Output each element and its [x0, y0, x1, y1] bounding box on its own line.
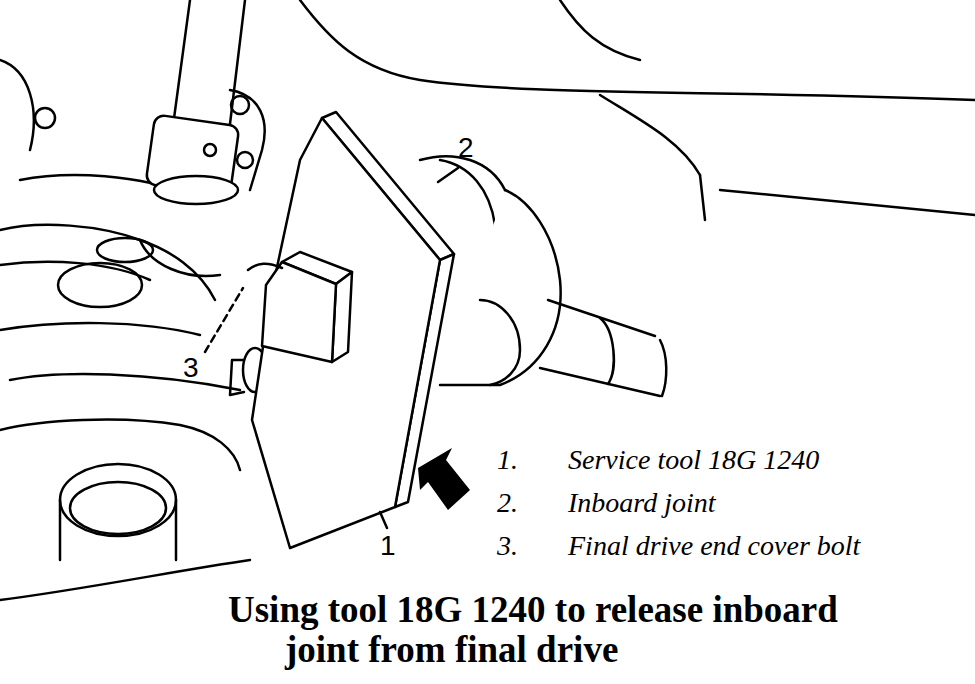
- figure-caption: Using tool 18G 1240 to release inboard j…: [228, 590, 888, 670]
- key-text: Service tool 18G 1240: [568, 444, 819, 476]
- key-number: 2.: [497, 487, 518, 519]
- key-number: 1.: [497, 444, 518, 476]
- callout-number: 1: [380, 530, 396, 562]
- callout-number: 2: [458, 132, 474, 164]
- key-number: 3.: [497, 530, 518, 562]
- key-text: Inboard joint: [568, 487, 716, 519]
- key-text: Final drive end cover bolt: [568, 530, 860, 562]
- callout-number: 3: [183, 352, 199, 384]
